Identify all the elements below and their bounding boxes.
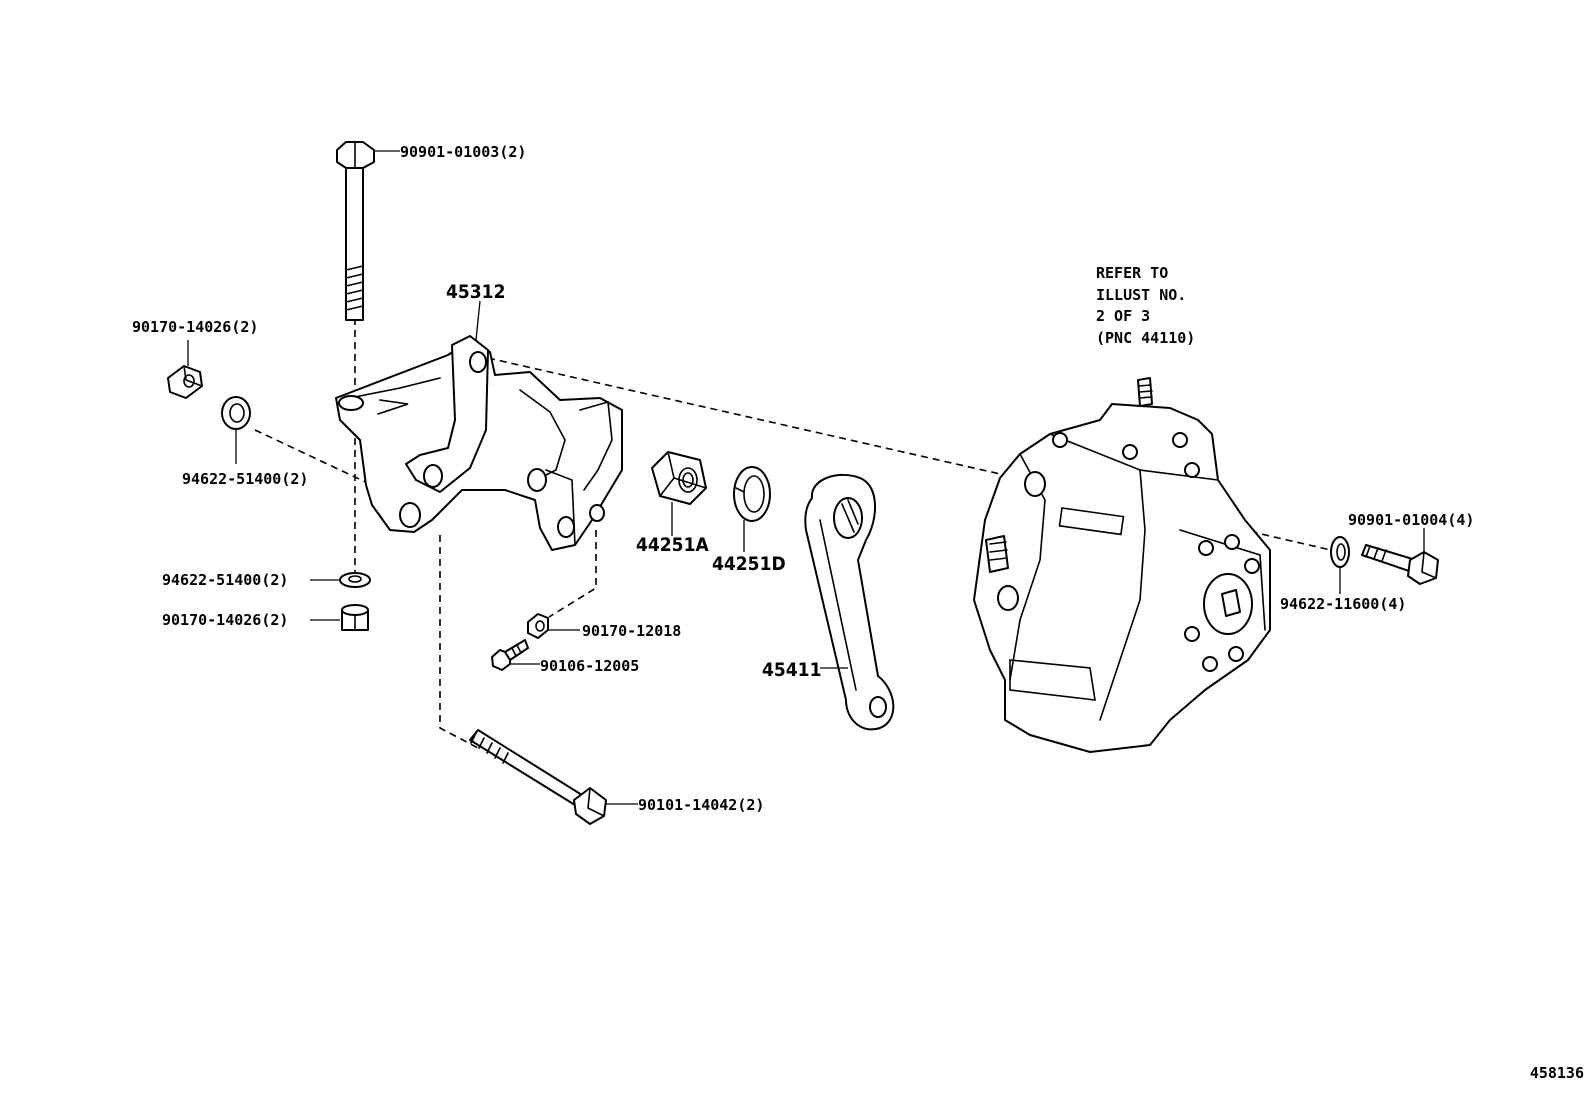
label-nut-small: 90170-12018 bbox=[582, 622, 681, 640]
nut-small-part[interactable] bbox=[527, 613, 549, 639]
refer-note-line-4: (PNC 44110) bbox=[1096, 329, 1195, 347]
refer-note-line-3: 2 OF 3 bbox=[1096, 307, 1150, 325]
washer-lower-left-part[interactable] bbox=[339, 572, 371, 588]
label-nut-upper-left: 90170-14026(2) bbox=[132, 318, 258, 336]
steering-gear-housing-part[interactable] bbox=[973, 377, 1271, 753]
washer-upper-left-part[interactable] bbox=[221, 396, 251, 430]
bolt-top-part[interactable] bbox=[336, 141, 375, 321]
label-washer-44251d: 44251D bbox=[712, 553, 786, 575]
label-nut-44251a: 44251A bbox=[636, 534, 709, 556]
label-bolt-small: 90106-12005 bbox=[540, 657, 639, 675]
label-pitman-arm: 45411 bbox=[762, 659, 821, 681]
label-washer-right: 94622-11600(4) bbox=[1280, 595, 1406, 613]
pitman-arm-45411-part[interactable] bbox=[804, 473, 895, 731]
refer-note: REFER TO ILLUST NO. 2 OF 3 (PNC 44110) bbox=[1096, 264, 1195, 347]
nut-44251a-part[interactable] bbox=[651, 451, 707, 505]
label-washer-lower-left: 94622-51400(2) bbox=[162, 571, 288, 589]
bolt-small-part[interactable] bbox=[491, 639, 529, 671]
label-washer-upper-left: 94622-51400(2) bbox=[182, 470, 308, 488]
nut-lower-left-part[interactable] bbox=[341, 604, 369, 631]
label-bolt-bottom: 90101-14042(2) bbox=[638, 796, 764, 814]
bolt-bottom-part[interactable] bbox=[469, 729, 607, 825]
refer-note-line-1: REFER TO bbox=[1096, 264, 1168, 282]
part-labels: 90901-01003(2) 45312 90170-14026(2) 9462… bbox=[132, 143, 1474, 814]
refer-note-line-2: ILLUST NO. bbox=[1096, 286, 1186, 304]
bracket-45312-part[interactable] bbox=[335, 335, 623, 551]
nut-upper-left-part[interactable] bbox=[167, 365, 203, 399]
label-bolt-right: 90901-01004(4) bbox=[1348, 511, 1474, 529]
label-bracket: 45312 bbox=[446, 281, 505, 303]
figure-id: 458136 bbox=[1530, 1064, 1584, 1082]
label-bolt-top: 90901-01003(2) bbox=[400, 143, 526, 161]
washer-44251d-part[interactable] bbox=[733, 466, 771, 522]
washer-right-part[interactable] bbox=[1330, 536, 1350, 568]
leader-lines bbox=[187, 150, 1425, 805]
bolt-right-part[interactable] bbox=[1361, 544, 1439, 585]
label-nut-lower-left: 90170-14026(2) bbox=[162, 611, 288, 629]
